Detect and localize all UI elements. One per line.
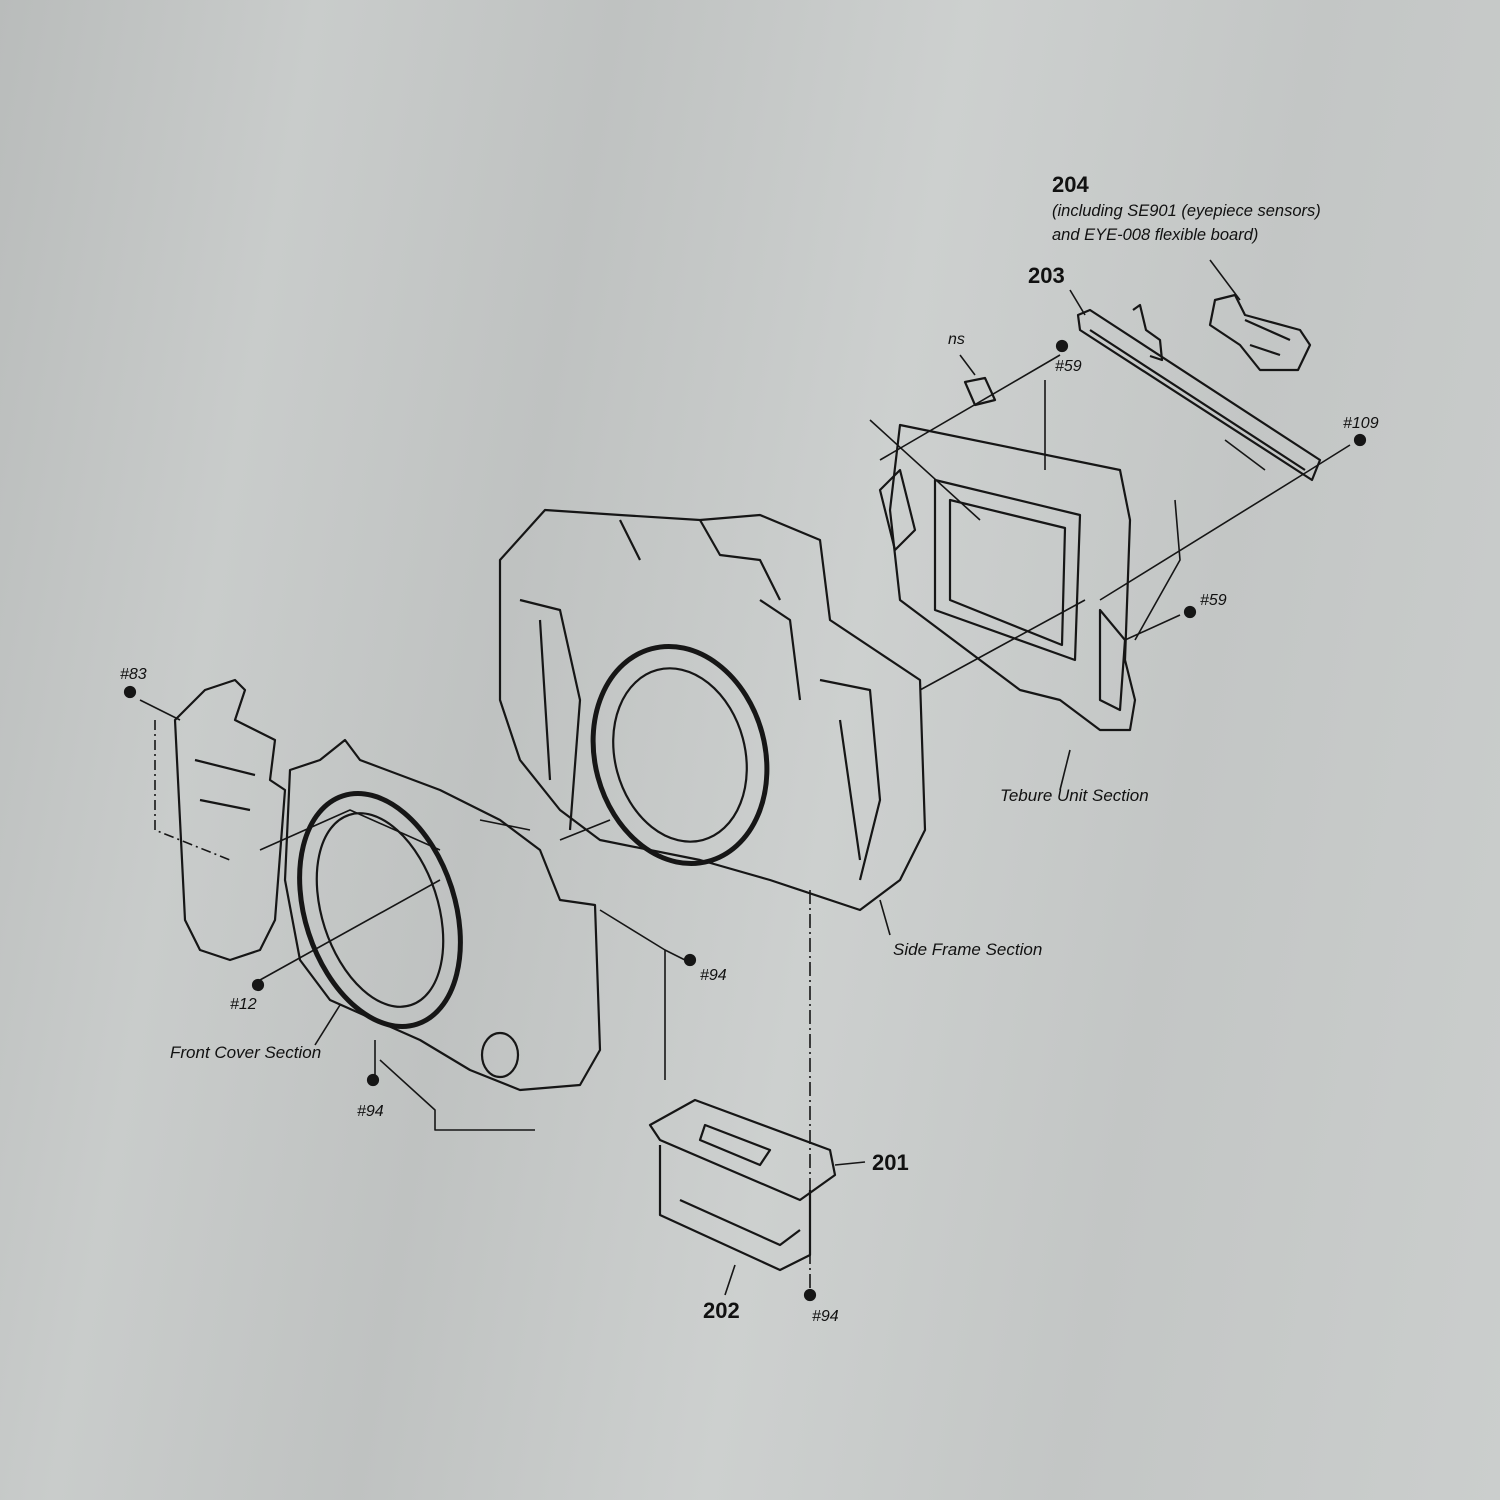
part-204-desc-line1: (including SE901 (eyepiece sensors) xyxy=(1052,202,1321,220)
screw-94-mid-label: #94 xyxy=(700,967,727,984)
front-cover xyxy=(283,738,602,1092)
leader-lines xyxy=(139,259,1351,1296)
screw-59-top-label: #59 xyxy=(1055,358,1082,375)
front-cover-section-label: Front Cover Section xyxy=(170,1043,322,1062)
camera-body xyxy=(498,508,927,912)
rear-frame-tebure-unit xyxy=(878,423,1137,732)
screw-83-label: #83 xyxy=(120,666,147,683)
bottom-plate-201 xyxy=(648,1098,837,1202)
part-201-number: 201 xyxy=(872,1150,909,1175)
part-203-number: 203 xyxy=(1028,263,1065,288)
cover-202 xyxy=(658,1145,812,1272)
screw-94-left-label: #94 xyxy=(357,1103,384,1120)
tebure-unit-section-label: Tebure Unit Section xyxy=(1000,786,1149,805)
side-frame-section-label: Side Frame Section xyxy=(893,940,1043,959)
eyepiece-sensor-204 xyxy=(1208,293,1312,372)
screws xyxy=(123,339,1367,1302)
ns-part xyxy=(963,376,997,407)
part-202-number: 202 xyxy=(703,1298,740,1323)
screw-109-label: #109 xyxy=(1343,415,1379,432)
part-204-description: (including SE901 (eyepiece sensors) and … xyxy=(1052,199,1321,247)
screw-59-right-label: #59 xyxy=(1200,592,1227,609)
part-204-number: 204 xyxy=(1052,172,1089,197)
grip xyxy=(173,678,287,962)
bracket-203 xyxy=(1076,303,1322,482)
screw-94-bottom-label: #94 xyxy=(812,1308,839,1325)
part-204-desc-line2: and EYE-008 flexible board) xyxy=(1052,226,1259,244)
screw-12-label: #12 xyxy=(230,996,257,1013)
ns-label: ns xyxy=(948,331,965,348)
